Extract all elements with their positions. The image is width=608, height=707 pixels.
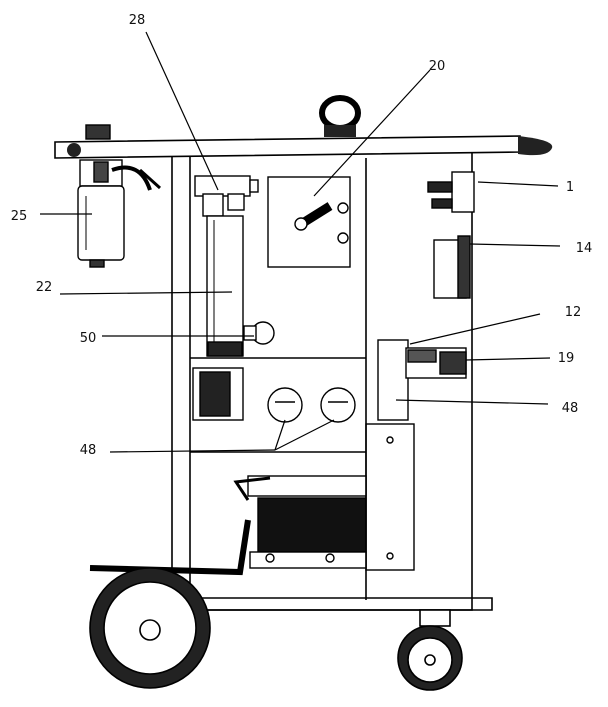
lifting-eye xyxy=(319,95,361,137)
meter-pair xyxy=(267,387,356,423)
switch-panel xyxy=(267,176,351,268)
callout-19: 19 xyxy=(558,351,575,366)
callout-12: 12 xyxy=(565,305,582,320)
filter-regulator xyxy=(77,124,162,268)
callout-28: 28 xyxy=(129,13,146,28)
callout-48-right: 48 xyxy=(562,401,579,416)
caster-wheel xyxy=(397,609,463,691)
callout-14: 14 xyxy=(576,241,593,256)
callout-1: 1 xyxy=(566,180,574,195)
leader-lines xyxy=(40,31,561,453)
terminal-block xyxy=(427,171,475,213)
large-wheel xyxy=(89,567,211,689)
tube-assembly xyxy=(194,175,259,357)
callout-22: 22 xyxy=(36,280,53,295)
relay xyxy=(433,235,471,299)
callout-25: 25 xyxy=(11,209,28,224)
fuse-holder xyxy=(192,367,244,421)
callout-20: 20 xyxy=(429,59,446,74)
cables xyxy=(89,476,271,576)
inner-panel xyxy=(365,423,415,571)
valve xyxy=(243,321,275,345)
control-block xyxy=(377,339,467,421)
callout-50: 50 xyxy=(80,331,97,346)
transformer xyxy=(247,475,367,569)
top-handle-rail xyxy=(54,135,553,159)
callout-48-left: 48 xyxy=(80,443,97,458)
